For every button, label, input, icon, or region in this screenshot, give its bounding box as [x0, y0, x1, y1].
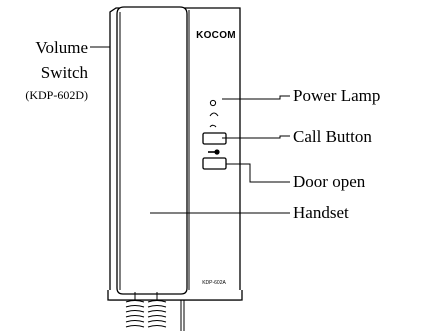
label-volume-switch-line1: Volume	[35, 38, 88, 57]
coiled-cord	[125, 292, 185, 331]
label-volume-switch-line2: Switch	[41, 63, 89, 82]
label-handset: Handset	[293, 203, 349, 222]
door-open-button[interactable]	[202, 149, 227, 170]
brand-logo: KOCOM	[196, 30, 236, 41]
key-icon	[208, 149, 220, 155]
model-label: KDP-602A	[202, 280, 226, 286]
label-power-lamp: Power Lamp	[293, 86, 380, 105]
label-volume-switch-model: (KDP-602D)	[25, 88, 88, 102]
handset	[116, 6, 188, 295]
label-door-open: Door open	[293, 172, 366, 191]
leader-lines	[90, 46, 290, 214]
label-call-button: Call Button	[293, 127, 372, 146]
power-lamp	[209, 99, 219, 117]
